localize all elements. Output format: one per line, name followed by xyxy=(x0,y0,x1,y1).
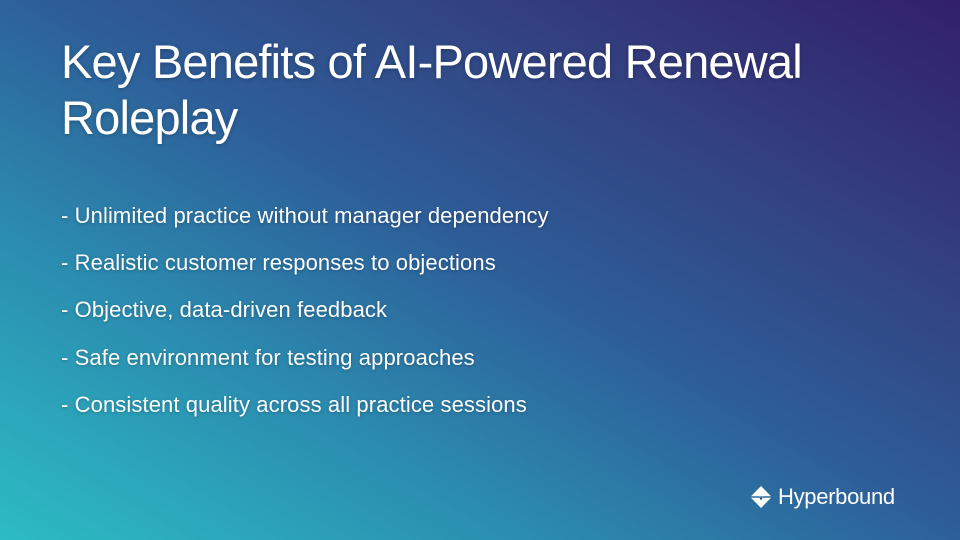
benefit-item: - Unlimited practice without manager dep… xyxy=(61,203,549,228)
benefits-list: - Unlimited practice without manager dep… xyxy=(61,204,549,440)
benefit-item: - Safe environment for testing approache… xyxy=(61,344,475,370)
slide-title: Key Benefits of AI-Powered Renewal Rolep… xyxy=(61,35,803,144)
brand-logo: Hyperbound xyxy=(750,484,895,510)
diamond-logo-icon xyxy=(750,485,772,509)
benefit-item: - Objective, data-driven feedback xyxy=(61,297,388,323)
benefit-item: - Consistent quality across all practice… xyxy=(61,391,527,417)
benefit-item: - Realistic customer responses to object… xyxy=(61,250,496,276)
brand-name: Hyperbound xyxy=(778,484,895,509)
